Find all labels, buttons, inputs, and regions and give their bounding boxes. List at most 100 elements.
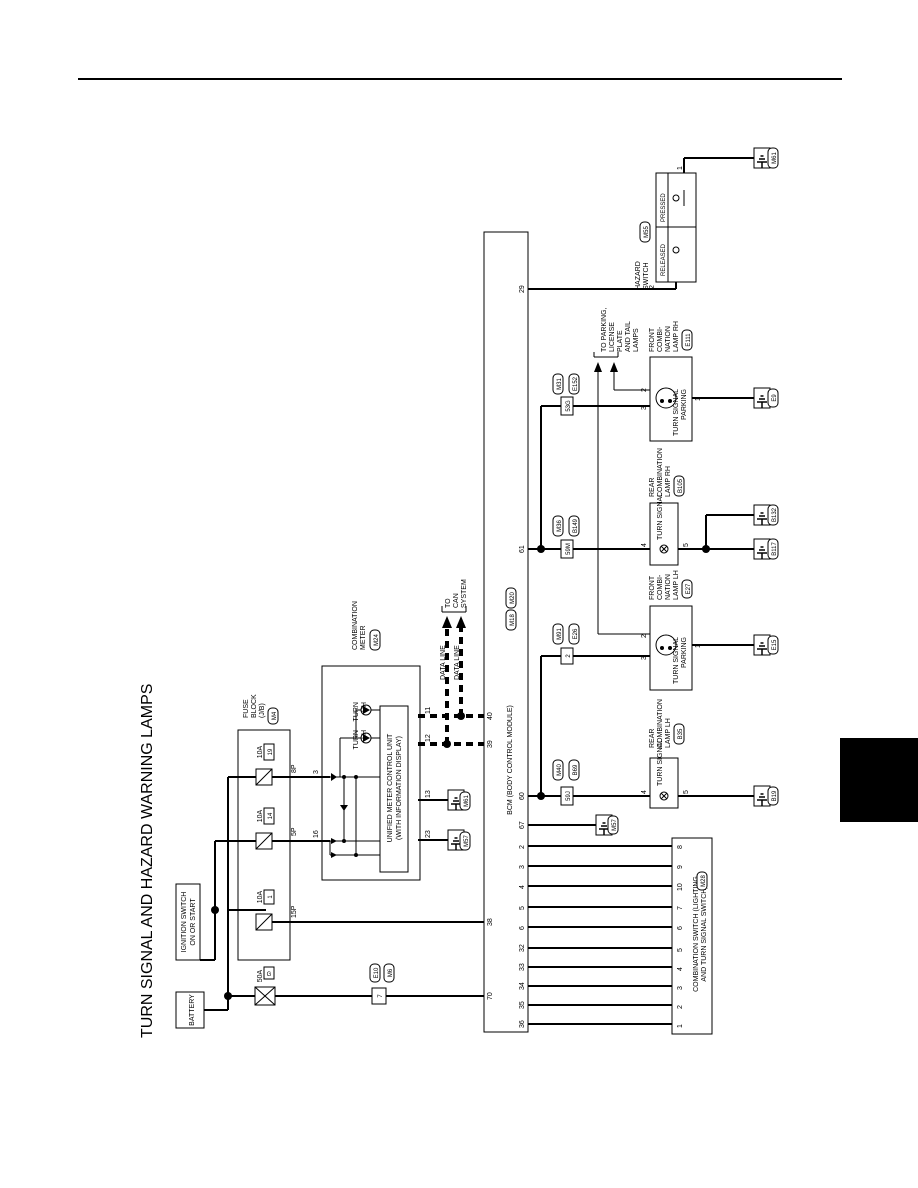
svg-text:FRONT: FRONT — [649, 327, 656, 352]
svg-text:M31: M31 — [557, 378, 563, 390]
front-combination-lamp-rh: TURN SIGNAL PARKING 3 2 1 FRONT COMBI- N… — [641, 321, 702, 442]
svg-text:RELEASED: RELEASED — [661, 243, 667, 276]
svg-text:(J/B): (J/B) — [259, 703, 266, 718]
svg-text:1: 1 — [677, 1024, 684, 1028]
svg-text:LAMP LH: LAMP LH — [673, 570, 680, 600]
svg-text:TURN SIGNAL: TURN SIGNAL — [657, 739, 664, 786]
svg-text:B132: B132 — [772, 507, 778, 522]
junction-dots — [211, 545, 710, 1000]
svg-text:COMBI-: COMBI- — [657, 574, 664, 600]
svg-text:PRESSED: PRESSED — [661, 193, 667, 222]
svg-text:COMBINATION SWITCH (LIGHTING: COMBINATION SWITCH (LIGHTING — [693, 876, 700, 992]
ground-m57-meter: M57 — [447, 829, 471, 851]
svg-text:2: 2 — [649, 285, 656, 289]
svg-text:AND TAIL: AND TAIL — [625, 321, 632, 352]
svg-text:(WITH INFORMATION DISPLAY): (WITH INFORMATION DISPLAY) — [396, 736, 403, 840]
ground-b19: B19 — [753, 785, 779, 807]
svg-text:PLATE: PLATE — [617, 330, 624, 352]
svg-text:M55: M55 — [644, 226, 650, 238]
svg-text:TURN SIGNAL: TURN SIGNAL — [673, 637, 680, 684]
svg-text:7: 7 — [378, 994, 384, 998]
svg-text:BLOCK: BLOCK — [251, 694, 258, 718]
joint-connector-e10-m6: 7 E10 M6 — [369, 963, 395, 1005]
svg-text:1: 1 — [695, 397, 702, 401]
turn-rh-indicator-icon: TURN RH — [353, 702, 372, 721]
svg-text:LAMP RH: LAMP RH — [673, 321, 680, 352]
turn-lh-indicator-icon: TURN LH — [353, 730, 372, 749]
meter-internal-circuit — [329, 709, 380, 858]
bcm-pin-60: 60 — [519, 792, 526, 800]
combination-switch: COMBINATION SWITCH (LIGHTING AND TURN SI… — [671, 837, 713, 1035]
svg-text:COMBINATION: COMBINATION — [657, 699, 664, 748]
svg-text:DATA LINE: DATA LINE — [454, 645, 461, 680]
svg-text:B35: B35 — [678, 728, 684, 739]
svg-text:10A: 10A — [257, 809, 264, 822]
svg-text:9: 9 — [677, 865, 684, 869]
rear-combination-lamp-rh: TURN SIGNAL 4 5 REAR COMBINATION LAMP RH… — [641, 448, 690, 566]
svg-text:M4: M4 — [272, 711, 278, 720]
svg-text:RH: RH — [361, 702, 368, 712]
svg-text:50A: 50A — [257, 969, 264, 982]
svg-text:M36: M36 — [557, 520, 563, 532]
svg-text:NATION: NATION — [665, 326, 672, 352]
svg-text:8: 8 — [677, 845, 684, 849]
svg-text:B19: B19 — [772, 790, 778, 801]
svg-text:M91: M91 — [557, 628, 563, 640]
bcm-pin-35: 35 — [519, 1001, 526, 1009]
svg-text:SWITCH: SWITCH — [643, 262, 650, 290]
svg-text:REAR: REAR — [649, 478, 656, 497]
svg-text:E27: E27 — [686, 583, 692, 594]
svg-text:19: 19 — [268, 748, 274, 755]
jc-front-lh: 2 M91 E26 — [552, 623, 580, 665]
svg-text:METER: METER — [360, 626, 367, 651]
bcm-pin-61: 61 — [519, 545, 526, 553]
ignition-switch: IGNITION SWITCH ON OR START — [175, 883, 201, 961]
svg-text:E9: E9 — [772, 394, 778, 402]
bcm-pin-67: 67 — [519, 821, 526, 829]
meter-pin-23: 23 — [425, 830, 432, 838]
svg-text:M61: M61 — [772, 152, 778, 164]
bcm-pin-3: 3 — [519, 865, 526, 869]
bcm-module: BCM (BODY CONTROL MODULE) M18 M20 — [483, 231, 529, 1033]
svg-text:59M: 59M — [566, 543, 572, 555]
svg-text:LAMPS: LAMPS — [633, 328, 640, 352]
fusible-link: G 50A — [254, 966, 276, 1006]
ground-b117: B117 — [753, 538, 779, 560]
svg-text:M18: M18 — [510, 614, 516, 626]
svg-text:COMBINATION: COMBINATION — [657, 448, 664, 497]
svg-text:UNIFIED METER CONTROL UNIT: UNIFIED METER CONTROL UNIT — [387, 733, 394, 842]
svg-text:M40: M40 — [557, 764, 563, 776]
svg-text:TO: TO — [445, 598, 452, 608]
svg-text:B149: B149 — [573, 518, 579, 533]
fuse-8p: 19 10A 8P — [255, 743, 298, 786]
jc-front-rh: 53G M31 E152 — [552, 373, 580, 416]
meter-pin-3: 3 — [313, 770, 320, 774]
svg-text:10A: 10A — [257, 745, 264, 758]
ground-b132: B132 — [753, 504, 779, 526]
meter-pin-13: 13 — [425, 790, 432, 798]
bcm-pin-5: 5 — [519, 906, 526, 910]
meter-pin-11: 11 — [425, 707, 432, 714]
svg-text:M28: M28 — [701, 875, 707, 887]
svg-text:14: 14 — [268, 812, 274, 819]
svg-text:IGNITION SWITCH: IGNITION SWITCH — [181, 892, 188, 953]
bcm-pin-33: 33 — [519, 963, 526, 971]
fuse-5p: 14 10A 5P — [255, 807, 298, 850]
wires — [214, 157, 760, 1025]
svg-text:COMBI-: COMBI- — [657, 326, 664, 352]
rear-combination-lamp-lh: TURN SIGNAL 4 5 REAR COMBINATION LAMP LH… — [641, 699, 690, 809]
meter-pin-12: 12 — [425, 734, 432, 742]
svg-text:HAZARD: HAZARD — [635, 261, 642, 290]
svg-text:AND TURN SIGNAL SWITCH): AND TURN SIGNAL SWITCH) — [701, 886, 708, 981]
svg-text:4: 4 — [641, 790, 648, 794]
svg-text:2: 2 — [677, 1005, 684, 1009]
svg-text:10A: 10A — [257, 890, 264, 903]
svg-text:53G: 53G — [566, 400, 572, 412]
bcm-pin-40: 40 — [487, 712, 494, 720]
svg-text:COMBINATION: COMBINATION — [352, 601, 359, 650]
svg-text:FRONT: FRONT — [649, 575, 656, 600]
svg-text:3: 3 — [641, 656, 648, 660]
bcm-pin-36: 36 — [519, 1020, 526, 1028]
hazard-switch: RELEASED PRESSED 2 1 HAZARD SWITCH M55 — [635, 166, 697, 290]
svg-text:TURN SIGNAL: TURN SIGNAL — [657, 493, 664, 540]
